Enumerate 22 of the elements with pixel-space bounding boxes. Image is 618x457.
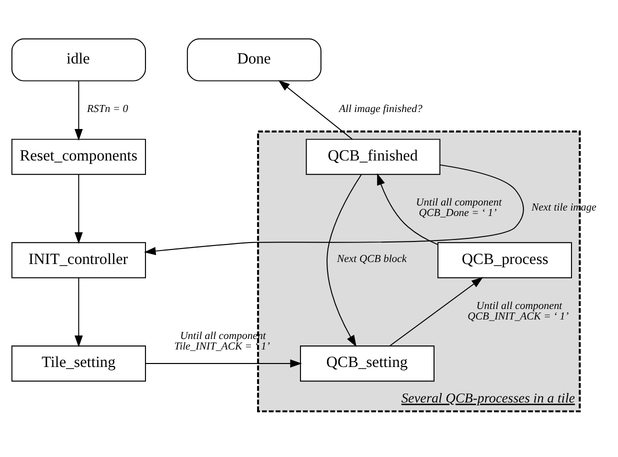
edge-label: Until all component QCB_Done = ‘ 1’ [416, 196, 502, 219]
edge-label: RSTn = 0 [86, 102, 128, 114]
arrow [377, 172, 438, 245]
arrow [74, 174, 83, 244]
node-box: Reset_components [11, 138, 146, 174]
node-box: Tile_setting [11, 345, 146, 382]
node-box: QCB_process [437, 242, 572, 278]
node-box: INIT_controller [11, 242, 146, 278]
arrow [326, 173, 362, 346]
arrow [144, 164, 524, 255]
edge-label: All image finished? [338, 102, 422, 114]
edge-label: Next QCB block [337, 252, 407, 264]
arrow [145, 358, 302, 368]
node-box: QCB_finished [306, 138, 440, 174]
arrow [74, 276, 83, 347]
arrow [390, 276, 484, 346]
node-box: Done [186, 38, 322, 81]
node-box: idle [11, 38, 146, 81]
edge-label: Until all component QCB_INIT_ACK = ‘ 1’ [468, 299, 569, 322]
arrow [74, 80, 83, 140]
node-box: QCB_setting [300, 345, 435, 382]
arrow [278, 80, 353, 140]
